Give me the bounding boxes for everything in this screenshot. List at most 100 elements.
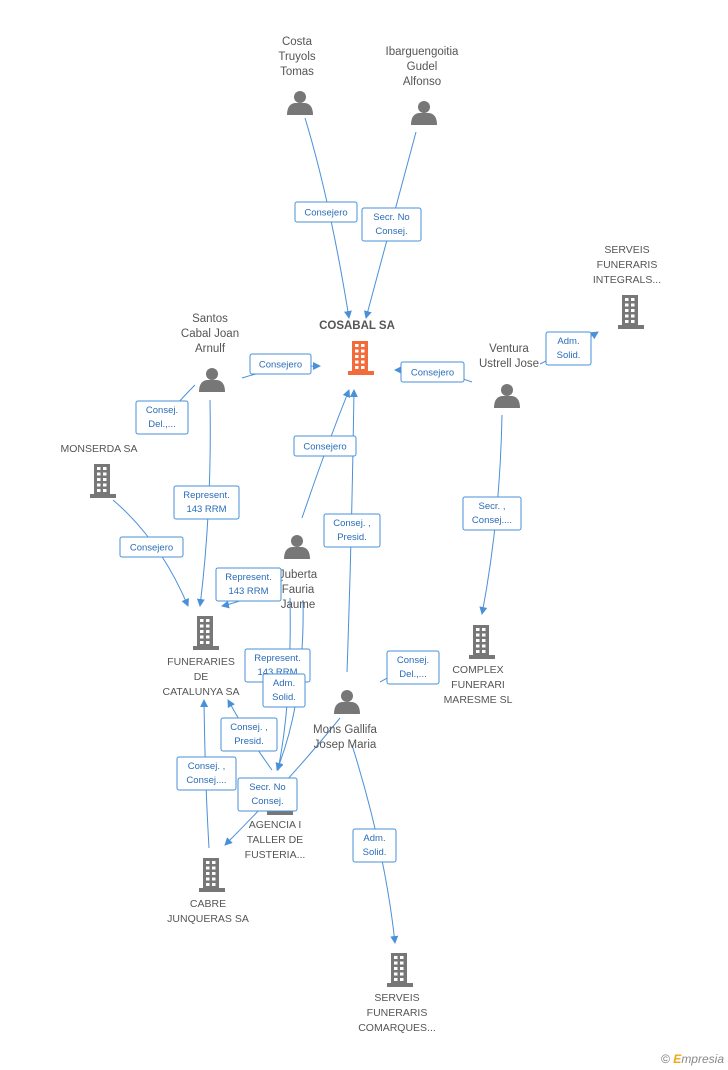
edge-label-text: Consej. ,: [333, 518, 371, 529]
edge-label-box: [361, 207, 422, 242]
edge-label-box: [215, 567, 282, 602]
edge-label-text: Solid.: [363, 847, 387, 858]
node-label-line: Cabal Joan: [181, 328, 239, 340]
building-icon: [469, 625, 495, 659]
edge-label-box: [249, 353, 312, 375]
node-label-line: Ventura: [489, 343, 529, 355]
edge-label-7[interactable]: Consejero: [293, 435, 357, 457]
edge-label-text: Consej.: [251, 796, 283, 807]
building-icon: [193, 616, 219, 650]
edge-label-text: Adm.: [557, 336, 579, 347]
edge-label-text: Del.,...: [399, 669, 426, 680]
node-label-line: CABRE: [190, 898, 226, 910]
building-icon: [90, 464, 116, 498]
edge-label-box: [173, 485, 240, 520]
node-cosabal-sa[interactable]: COSABAL SA: [319, 320, 395, 375]
edge-label-6[interactable]: Consej.Del.,...: [135, 400, 189, 435]
edge-label-4[interactable]: Consejero: [400, 361, 465, 383]
person-icon: [199, 368, 225, 392]
node-label-line: FUNERARIES: [167, 656, 235, 668]
node-serveis[interactable]: SERVEISFUNERARISINTEGRALS...: [593, 244, 661, 329]
node-label-line: COMARQUES...: [358, 1022, 436, 1034]
node-serveis[interactable]: SERVEIS FUNERARIS COMARQUES...: [358, 953, 436, 1034]
edge-label-text: Solid.: [272, 692, 296, 703]
node-label-line: MARESME SL: [444, 694, 513, 706]
edge-label-text: Secr. No: [249, 782, 285, 793]
edge-label-text: Consej. ,: [230, 722, 268, 733]
edge-label-17[interactable]: Consej. ,Consej....: [176, 756, 237, 791]
edge-label-box: [119, 536, 184, 558]
edge-label-11[interactable]: Consejero: [119, 536, 184, 558]
building-icon: [199, 858, 225, 892]
edge-label-3[interactable]: Consejero: [249, 353, 312, 375]
edge-label-19[interactable]: Adm.Solid.: [352, 828, 397, 863]
edge-label-text: 143 RRM: [186, 504, 226, 515]
node-label-line: Santos: [192, 313, 228, 325]
edge-label-13[interactable]: Consej.Del.,...: [386, 650, 440, 685]
edge-label-text: Consejero: [304, 208, 347, 219]
edge-label-text: Solid.: [557, 350, 581, 361]
edge-label-text: Secr. ,: [479, 501, 506, 512]
brand-name: mpresia: [681, 1052, 724, 1066]
edge-label-box: [237, 777, 298, 812]
node-label-line: AGENCIA I: [249, 819, 302, 831]
edge-label-1[interactable]: Consejero: [294, 201, 358, 223]
node-label-line: TALLER DE: [247, 834, 303, 846]
edge-label-box: [545, 331, 592, 366]
edge-label-box: [462, 496, 522, 531]
node-label-line: Fauria: [282, 584, 315, 596]
edge-label-text: Consej.: [375, 226, 407, 237]
edge-label-text: Consejero: [259, 360, 302, 371]
edge-label-text: 143 RRM: [228, 586, 268, 597]
node-label-line: JUNQUERAS SA: [167, 913, 249, 925]
edge-label-16[interactable]: Consej. , Presid.: [220, 717, 278, 752]
edge-label-2[interactable]: Secr. No Consej.: [361, 207, 422, 242]
node-label-line: Tomas: [280, 66, 314, 78]
node-label-line: Arnulf: [195, 343, 226, 355]
node-label-line: FUNERARIS: [367, 1007, 428, 1019]
person-icon: [334, 690, 360, 714]
edge-label-15[interactable]: Adm. Solid.: [262, 673, 306, 708]
node-monserda-sa[interactable]: MONSERDA SA: [60, 443, 138, 498]
edge-label-12[interactable]: Represent. 143 RRM: [215, 567, 282, 602]
edge-label-10[interactable]: Represent. 143 RRM: [173, 485, 240, 520]
edge-label-text: Represent.: [183, 490, 229, 501]
edge-label-text: Adm.: [273, 678, 295, 689]
node-label-line: MONSERDA SA: [60, 443, 137, 455]
brand-footer: © Empresia: [661, 1052, 724, 1066]
edge-label-box: [323, 513, 381, 548]
edge-label-text: Del.,...: [148, 419, 175, 430]
node-label-line: Alfonso: [403, 76, 441, 88]
edge-label-18[interactable]: Secr. No Consej.: [237, 777, 298, 812]
brand-initial: E: [673, 1052, 682, 1066]
node-label-line: INTEGRALS...: [593, 274, 661, 286]
node-label-line: Jaume: [281, 599, 316, 611]
edge-label-text: Represent.: [254, 653, 300, 664]
person-icon: [411, 101, 437, 125]
node-label-line: Mons Gallifa: [313, 724, 378, 736]
edge-label-text: Represent.: [225, 572, 271, 583]
edge-label-8[interactable]: Consej. ,Presid.: [323, 513, 381, 548]
edge-label-5[interactable]: Adm. Solid.: [545, 331, 592, 366]
node-label-line: SERVEIS: [374, 992, 419, 1004]
edge-label-box: [135, 400, 189, 435]
edge-label-text: 143 RRM: [257, 667, 297, 678]
node-cabre[interactable]: CABRE JUNQUERAS SA: [167, 858, 249, 925]
edge-label-box: [294, 201, 358, 223]
node-label-line: COSABAL SA: [319, 320, 395, 332]
edge-label-text: Secr. No: [373, 212, 409, 223]
edge-label-9[interactable]: Secr. ,Consej....: [462, 496, 522, 531]
node-label-line: COMPLEX: [452, 664, 503, 676]
edge-label-text: Presid.: [234, 736, 264, 747]
edge-label-box: [262, 673, 306, 708]
